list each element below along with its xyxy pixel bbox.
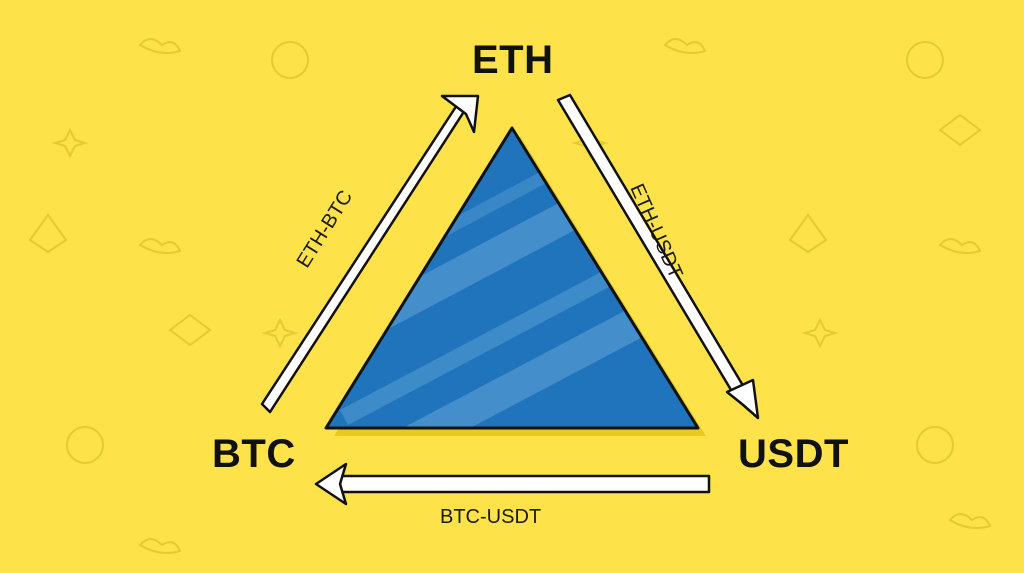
coin-doodle-icon [271,41,309,79]
coin-doodle-icon [66,426,104,464]
cloud-doodle-icon [948,513,992,529]
coin-doodle-icon [916,426,954,464]
eth-doodle-icon [28,213,68,254]
node-usdt-label: USDT [738,432,849,476]
eth-doodle-icon [788,213,828,254]
node-btc-label: BTC [212,432,296,476]
cloud-doodle-icon [663,38,707,54]
cloud-doodle-icon [138,38,182,54]
arrow-btc-to-eth [260,94,480,414]
edge-label-btc-usdt: BTC-USDT [440,506,542,528]
cloud-doodle-icon [138,238,182,254]
triangle-outline [324,126,700,430]
diamond-doodle-icon [168,313,212,347]
cloud-doodle-icon [938,238,982,254]
node-eth-label: ETH [472,38,554,82]
sparkle-doodle-icon [51,127,89,159]
sparkle-doodle-icon [261,317,299,349]
arrow-eth-to-usdt [556,93,760,420]
sparkle-doodle-icon [801,317,839,349]
cloud-doodle-icon [138,538,182,554]
diamond-doodle-icon [938,113,982,147]
coin-doodle-icon [906,41,944,79]
arrow-usdt-to-btc [314,462,711,506]
